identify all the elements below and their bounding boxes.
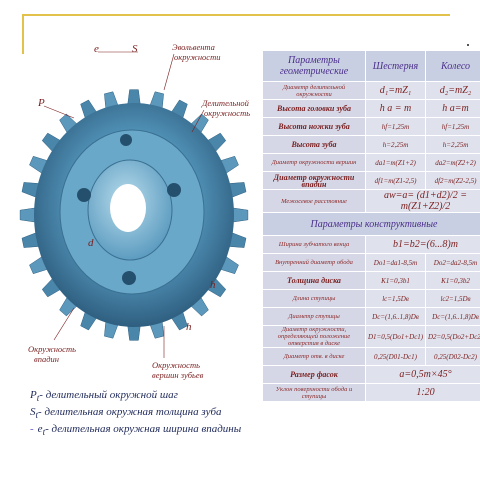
- param-formula-gear: da1=m(Z1+2): [365, 153, 426, 172]
- label-tip-circle: Окружность: [152, 360, 200, 370]
- left-border-line: [22, 14, 24, 54]
- header-param: Параметры геометрические: [262, 50, 366, 82]
- legend-item-thickness: St- делительная окружная толщина зуба: [30, 406, 222, 421]
- table-header: Параметры геометрические Шестерня Колесо: [262, 50, 480, 82]
- symbol-h: h: [210, 279, 216, 291]
- parameters-table: Параметры геометрические Шестерня Колесо…: [262, 50, 480, 402]
- label-tip-circle-2: вершин зубьев: [152, 370, 204, 380]
- header-gear: Шестерня: [365, 50, 426, 82]
- param-name: Высота головки зуба: [262, 99, 366, 118]
- param-name: Диаметр окружности впадин: [262, 171, 366, 190]
- param-formula-wheel: D2=0,5(Dо2+Dc2): [425, 325, 480, 348]
- param-name: Диаметр окружности, определяющей положен…: [262, 325, 366, 348]
- section-title: Параметры конструктивные: [262, 212, 480, 236]
- param-formula-wheel: h a=m: [425, 99, 480, 118]
- disk-hole-4: [120, 134, 132, 146]
- symbol-p: P: [37, 97, 45, 109]
- param-name: Диаметр ступицы: [262, 307, 366, 326]
- param-name: Диаметр отв. в диске: [262, 347, 366, 366]
- param-name: Толщина диска: [262, 271, 366, 290]
- param-formula-gear: hf=1,25m: [365, 117, 426, 136]
- param-formula-gear: df1=m(Z1-2,5): [365, 171, 426, 190]
- symbol-ha: h: [186, 321, 192, 333]
- param-formula-gear: Dc=(1,6..1,8)Dв: [365, 307, 426, 326]
- param-formula-wheel: lc2=1,5Dв: [425, 289, 480, 308]
- table-row: Диаметр окружности, определяющей положен…: [262, 325, 480, 348]
- corner-dot: [467, 44, 469, 46]
- param-formula-gear: D1=0,5(Dо1+Dc1): [365, 325, 426, 348]
- label-evolvent-2: окружности: [174, 52, 220, 62]
- param-formula-gear: h=2,25m: [365, 135, 426, 154]
- gear-illustration: e S P h h d Эвольвента окружности Делите…: [19, 42, 250, 380]
- disk-hole-3: [122, 271, 136, 285]
- symbol-e: e: [94, 43, 99, 55]
- label-root-circle: Окружность: [28, 344, 76, 354]
- param-name: Высота ножки зуба: [262, 117, 366, 136]
- param-name: Уклон поверхности обода и ступицы: [262, 383, 366, 402]
- param-formula: b1=b2=(6...8)m: [365, 235, 480, 254]
- param-formula-wheel: hf=1,25m: [425, 117, 480, 136]
- label-pitch-circle-2: окружность: [204, 108, 250, 118]
- param-name: Диаметр делительной окружности: [262, 81, 366, 100]
- param-name: Высота зуба: [262, 135, 366, 154]
- param-formula-gear: Dо1=da1-8,5m: [365, 253, 426, 272]
- param-formula-wheel: K1=0,3b2: [425, 271, 480, 290]
- section-constructive: Параметры конструктивные: [262, 212, 480, 236]
- legend-item-pitch: Pt- делительный окружной шаг: [30, 389, 178, 404]
- disk-hole-1: [77, 188, 91, 202]
- label-evolvent: Эвольвента: [172, 42, 215, 52]
- param-formula-gear: 0,25(D01-Dc1): [365, 347, 426, 366]
- param-formula-gear: d₁=mZ₁: [365, 81, 426, 100]
- param-formula-wheel: df2=m(Z2-2,5): [425, 171, 480, 190]
- param-formula: 1:20: [365, 383, 480, 402]
- param-formula-wheel: Dc=(1,6..1,8)Dв: [425, 307, 480, 326]
- param-formula-wheel: d₂=mZ₂: [425, 81, 480, 100]
- param-name: Ширина зубчатого венца: [262, 235, 366, 254]
- param-formula: a=0,5m×45°: [365, 365, 480, 384]
- param-name: Длина ступицы: [262, 289, 366, 308]
- legend-item-width: -et- делительная окружная ширина впадины: [30, 423, 242, 438]
- param-formula-gear: lc=1,5Dв: [365, 289, 426, 308]
- label-pitch-circle: Делительной: [201, 98, 250, 108]
- param-formula: aw=a= (d1+d2)/2 = m(Z1+Z2)/2: [365, 189, 480, 213]
- param-name: Размер фасок: [262, 365, 366, 384]
- disk-hole-2: [167, 183, 181, 197]
- param-formula-gear: h a = m: [365, 99, 426, 118]
- label-root-circle-2: впадин: [34, 354, 59, 364]
- header-wheel: Колесо: [425, 50, 480, 82]
- legend: Pt- делительный окружной шаг St- делител…: [30, 388, 260, 440]
- symbol-s: S: [132, 43, 138, 55]
- param-name: Внутренний диаметр обода: [262, 253, 366, 272]
- shaft-hole: [110, 184, 146, 232]
- param-name: Диаметр окружности вершин: [262, 153, 366, 172]
- param-formula-wheel: da2=m(Z2+2): [425, 153, 480, 172]
- param-formula-gear: K1=0,3b1: [365, 271, 426, 290]
- top-border-line: [24, 14, 450, 16]
- param-formula-wheel: h=2,25m: [425, 135, 480, 154]
- symbol-d: d: [88, 237, 94, 249]
- param-formula-wheel: Dо2=da2-8,5m: [425, 253, 480, 272]
- param-name: Межосевое расстояние: [262, 189, 366, 213]
- param-formula-wheel: 0,25(D02-Dc2): [425, 347, 480, 366]
